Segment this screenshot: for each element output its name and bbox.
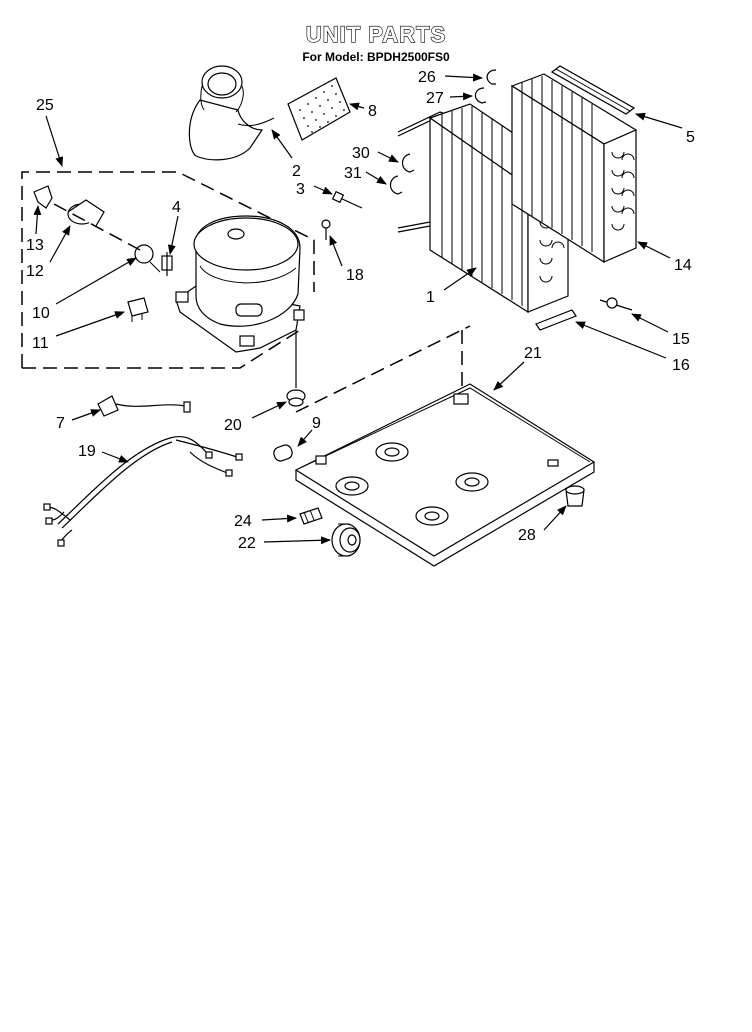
callout-24: 24 xyxy=(234,513,252,530)
callout-1: 1 xyxy=(426,289,435,306)
evaporator-coil-part xyxy=(510,73,638,264)
callout-27: 27 xyxy=(426,90,444,107)
callout-numbers: 25 2 8 3 26 27 30 31 5 14 15 16 1 4 13 1… xyxy=(26,69,695,552)
callout-4: 4 xyxy=(172,199,181,216)
clamp-9-part xyxy=(273,444,293,462)
callout-7: 7 xyxy=(56,415,65,432)
callout-20: 20 xyxy=(224,417,242,434)
callout-8: 8 xyxy=(368,103,377,120)
filter-pad-part xyxy=(287,77,351,141)
screw-15-part xyxy=(599,297,633,311)
screw-3-part xyxy=(331,190,363,209)
compressor-part xyxy=(175,215,305,353)
foot-28-part xyxy=(565,485,585,507)
callout-9: 9 xyxy=(312,415,321,432)
callout-26: 26 xyxy=(418,69,436,86)
compressor-assembly-boundary xyxy=(21,171,315,369)
callout-16: 16 xyxy=(672,357,690,374)
callout-22: 22 xyxy=(238,535,256,552)
callout-10: 10 xyxy=(32,305,50,322)
leader-lines xyxy=(33,73,683,545)
base-pan-21-part xyxy=(294,383,596,567)
pin-24-part xyxy=(299,507,323,525)
callout-21: 21 xyxy=(524,345,542,362)
callout-5: 5 xyxy=(686,129,695,146)
callout-25: 25 xyxy=(36,97,54,114)
relay-4-part xyxy=(161,252,173,276)
callout-14: 14 xyxy=(674,257,692,274)
foam-strip-5-part xyxy=(550,65,636,115)
callout-15: 15 xyxy=(672,331,690,348)
overload-11-part xyxy=(127,297,149,322)
cover-12-part xyxy=(67,199,105,227)
diagram-subtitle: For Model: BPDH2500FS0 xyxy=(302,50,450,64)
callout-30: 30 xyxy=(352,145,370,162)
assembly-dash-line xyxy=(53,203,141,251)
callout-12: 12 xyxy=(26,263,44,280)
callout-11: 11 xyxy=(32,335,49,352)
wire-harness-19-part xyxy=(43,436,243,547)
grommet-20-part xyxy=(286,330,306,407)
callout-3: 3 xyxy=(296,181,305,198)
clip-13-part xyxy=(33,185,53,209)
strip-16-part xyxy=(535,309,577,331)
callout-19: 19 xyxy=(78,443,96,460)
clip-26-part xyxy=(486,69,497,85)
clip-30-part xyxy=(401,153,415,173)
diagram-title: UNIT PARTS xyxy=(305,21,447,47)
callout-18: 18 xyxy=(346,267,364,284)
exhaust-duct-part xyxy=(188,65,275,161)
clip-31-part xyxy=(389,175,403,195)
caster-wheel-22-part xyxy=(331,523,361,557)
callout-28: 28 xyxy=(518,527,536,544)
align-dash-1 xyxy=(295,325,471,413)
clip-27-part xyxy=(474,87,487,104)
callout-31: 31 xyxy=(344,165,362,182)
callout-13: 13 xyxy=(26,237,44,254)
screw-18-part xyxy=(321,219,331,240)
power-cord-7-part xyxy=(97,395,191,417)
callout-2: 2 xyxy=(292,163,301,180)
